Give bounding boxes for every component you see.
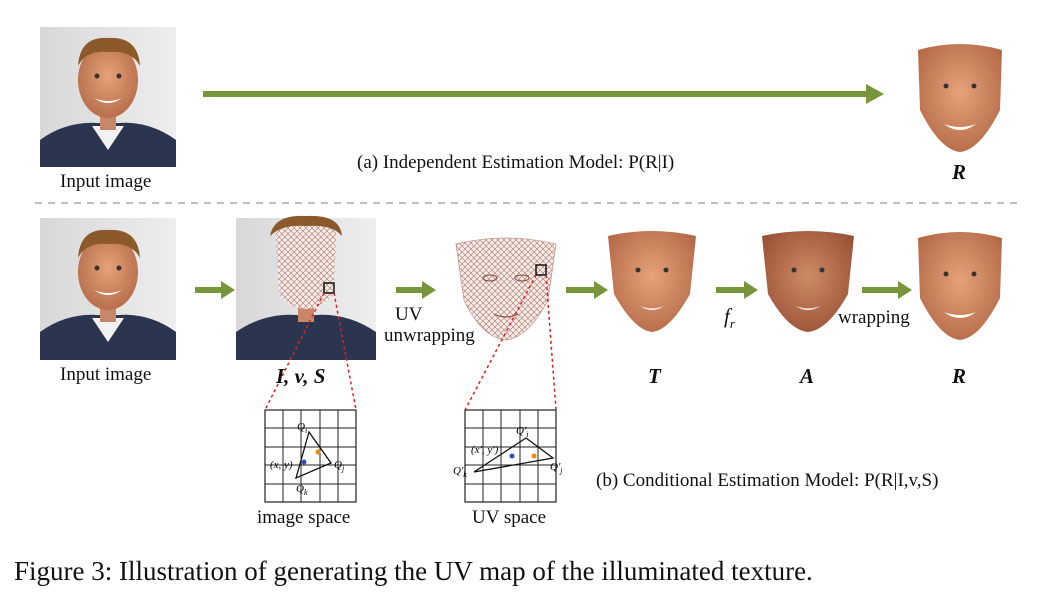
texture-symbol: T [648, 364, 661, 388]
image-space-grid [264, 409, 357, 503]
albedo-symbol: A [800, 364, 815, 388]
fr-label: fr [724, 304, 735, 332]
model-a-label: (a) Independent Estimation Model: P(R|I) [357, 152, 675, 173]
reconstruction-face-b [918, 232, 1002, 340]
uv-space-label: UV space [472, 507, 547, 528]
uv-label-line1: UV [395, 304, 423, 325]
wrapping-label: wrapping [838, 307, 910, 328]
image-zoom-line-left [264, 292, 325, 411]
uv-grid-label-qj: Q'j [550, 461, 563, 475]
arrow-b3-head [594, 281, 608, 299]
grid-label-qj: Qj [334, 459, 345, 473]
uv-label-line2: unwrapping [384, 325, 475, 346]
uv-grid-label-qk: Q'k [453, 465, 467, 479]
uv-grid-label-qi: Q'i [516, 425, 529, 439]
uv-zoom-line-left [464, 274, 537, 411]
albedo-face [762, 231, 854, 332]
arrow-b1-shaft [195, 287, 223, 293]
uv-space-orange-point [531, 453, 537, 459]
input-photo-b [40, 218, 176, 360]
output-symbol-b: R [952, 364, 967, 388]
input-label-b: Input image [60, 364, 152, 385]
arrow-b4-shaft [716, 287, 746, 293]
image-space-label: image space [257, 507, 351, 528]
uv-mesh-map [455, 237, 557, 341]
figure-caption: Figure 3: Illustration of generating the… [14, 556, 813, 586]
image-zoom-line-right [333, 292, 357, 411]
arrow-b2-head [422, 281, 436, 299]
overlay-photo [236, 215, 376, 360]
model-b-label: (b) Conditional Estimation Model: P(R|I,… [596, 470, 939, 491]
arrow-b5-shaft [862, 287, 900, 293]
grid-label-qi: Qi [297, 421, 307, 435]
input-photo-a [40, 27, 176, 167]
output-symbol-a: R [952, 160, 967, 184]
uv-grid-label-xy: (x', y') [471, 444, 499, 456]
uv-zoom-line-right [545, 274, 557, 411]
image-space-orange-point [315, 449, 321, 455]
reconstruction-face-a [918, 44, 1002, 152]
arrow-a-shaft [203, 91, 869, 97]
grid-label-qk: Qk [296, 483, 308, 497]
arrow-b4-head [744, 281, 758, 299]
grid-label-xy: (x, y) [270, 459, 293, 471]
input-label-a: Input image [60, 171, 152, 192]
image-space-blue-point [301, 459, 307, 465]
arrow-a-head [866, 84, 884, 104]
arrow-b5-head [898, 281, 912, 299]
arrow-b2-shaft [396, 287, 424, 293]
uv-space-blue-point [509, 453, 515, 459]
arrow-b1-head [221, 281, 235, 299]
illuminated-texture-face [608, 231, 696, 332]
overlay-symbol: I, v, S [276, 364, 326, 388]
arrow-b3-shaft [566, 287, 596, 293]
